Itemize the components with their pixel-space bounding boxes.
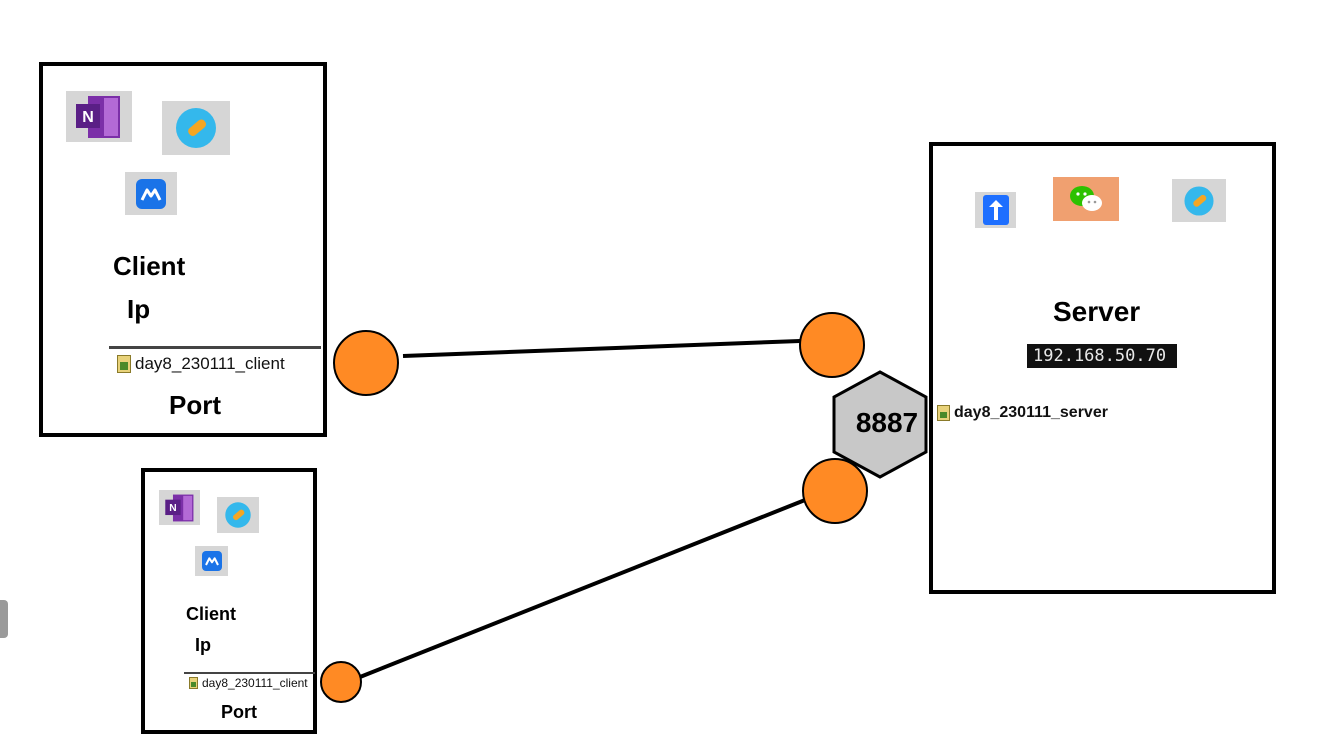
port-hexagon[interactable] [832, 370, 928, 479]
cloud-meeting-icon [195, 546, 228, 576]
server-box: Server 192.168.50.70 day8_230111_server [929, 142, 1276, 594]
client-2-title: Client [186, 604, 237, 624]
client-1-socket-node[interactable] [333, 330, 399, 396]
client-2-port-label: Port [221, 702, 257, 722]
server-file-entry[interactable]: day8_230111_server [937, 404, 1108, 422]
file-icon [189, 677, 198, 689]
server-socket-node-1[interactable] [799, 312, 865, 378]
server-ip-text: 192.168.50.70 [1033, 346, 1167, 366]
onenote-icon: N [66, 91, 132, 142]
connection-line-client-1 [402, 339, 801, 358]
connection-line-client-2 [359, 498, 806, 679]
feather-pen-icon [217, 497, 259, 533]
svg-text:N: N [169, 503, 176, 514]
client-2-divider [184, 672, 315, 674]
client-2-file-name: day8_230111_client [202, 676, 308, 690]
client-1-ip-label: Ip [127, 294, 151, 324]
file-icon [117, 355, 131, 373]
client-2-ip-label: Ip [195, 635, 211, 655]
server-file-name: day8_230111_server [954, 404, 1108, 421]
server-socket-node-2[interactable] [802, 458, 868, 524]
client-1-file-entry[interactable]: day8_230111_client [117, 354, 285, 374]
client-1-divider [109, 346, 321, 349]
scroll-handle[interactable] [0, 600, 8, 638]
client-1-title: Client [113, 251, 186, 281]
client-1-port-label: Port [169, 390, 221, 420]
port-number: 8887 [856, 407, 918, 438]
server-ip-address[interactable]: 192.168.50.70 [1027, 344, 1177, 368]
client-2-box: N Client Ip day8_230111_client Port [141, 468, 317, 734]
server-title: Server [1053, 296, 1141, 327]
svg-text:N: N [82, 109, 94, 126]
feather-pen-icon [1172, 179, 1226, 222]
client-2-socket-node[interactable] [320, 661, 362, 703]
client-1-box: N Client Ip day8_230111_client Port [39, 62, 327, 437]
file-icon [937, 405, 950, 421]
onenote-icon: N [159, 490, 200, 525]
client-2-file-entry[interactable]: day8_230111_client [189, 676, 308, 690]
feather-pen-icon [162, 101, 230, 155]
cloud-meeting-icon [125, 172, 177, 215]
upload-arrow-icon [975, 192, 1016, 228]
client-1-file-name: day8_230111_client [135, 354, 285, 373]
wechat-icon [1053, 177, 1119, 221]
